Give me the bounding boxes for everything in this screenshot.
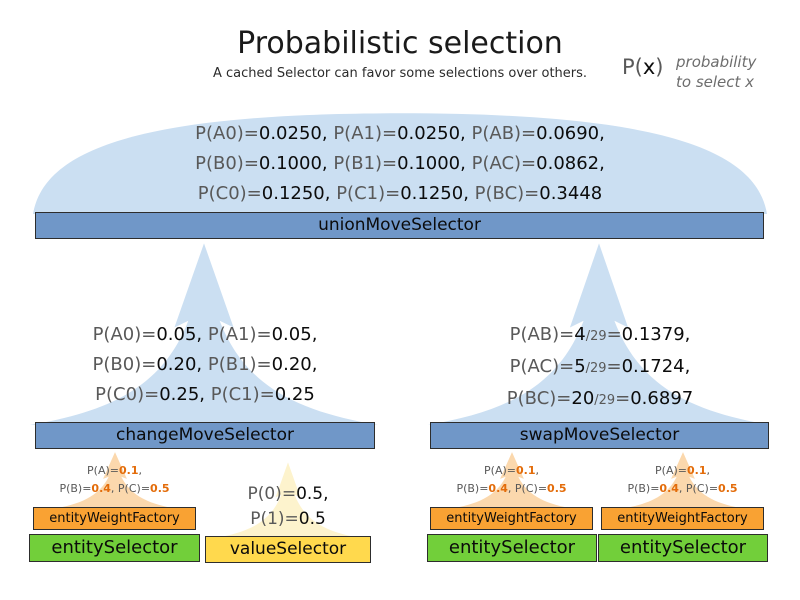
union-distribution-dome <box>33 113 767 214</box>
legend-note-line1: probability <box>676 53 757 71</box>
probability-line: P(BC)=20/29=0.6897 <box>506 388 694 409</box>
change-move-selector-bar: changeMoveSelector <box>35 422 375 449</box>
probability-line: P(B)=0.4, P(C)=0.5 <box>627 482 738 495</box>
probability-line: P(A)=0.1, <box>655 464 710 477</box>
value-selector-bar: valueSelector <box>205 536 371 563</box>
probability-line: P(A)=0.1, <box>484 464 539 477</box>
probability-line: P(B0)=0.20, P(B1)=0.20, <box>92 354 318 375</box>
entity-distribution-text-2: P(A)=0.1, P(B)=0.4, P(C)=0.5 <box>430 462 593 498</box>
entity-selector-bar-2: entitySelector <box>427 534 597 562</box>
probability-line: P(AC)=5/29=0.1724, <box>509 356 691 377</box>
swap-move-selector-bar: swapMoveSelector <box>430 422 769 449</box>
entity-selector-bar-1: entitySelector <box>29 534 200 562</box>
swap-distribution-dome <box>428 243 770 425</box>
probability-line: P(B)=0.4, P(C)=0.5 <box>59 482 170 495</box>
entity-distribution-dome-2 <box>442 452 582 510</box>
probability-line: P(B)=0.4, P(C)=0.5 <box>456 482 567 495</box>
probability-line: P(C0)=0.1250, P(C1)=0.1250, P(BC)=0.3448 <box>197 183 603 204</box>
change-distribution-text: P(A0)=0.05, P(A1)=0.05, P(B0)=0.20, P(B1… <box>35 320 375 410</box>
change-distribution-dome <box>30 243 378 425</box>
probability-line: P(AB)=4/29=0.1379, <box>509 324 691 345</box>
legend-note-line2: to select x <box>676 73 755 91</box>
entity-distribution-text-1: P(A)=0.1, P(B)=0.4, P(C)=0.5 <box>33 462 196 498</box>
entity-selector-bar-3: entitySelector <box>598 534 768 562</box>
entity-weight-factory-bar-3: entityWeightFactory <box>601 507 764 530</box>
entity-distribution-text-3: P(A)=0.1, P(B)=0.4, P(C)=0.5 <box>601 462 764 498</box>
swap-distribution-text: P(AB)=4/29=0.1379, P(AC)=5/29=0.1724, P(… <box>430 320 770 416</box>
entity-distribution-dome-1 <box>45 452 185 510</box>
union-move-selector-bar: unionMoveSelector <box>35 212 764 239</box>
probability-line: P(1)=0.5 <box>250 509 326 529</box>
entity-weight-factory-bar-1: entityWeightFactory <box>33 507 196 530</box>
probability-line: P(A)=0.1, <box>87 464 142 477</box>
probability-line: P(C0)=0.25, P(C1)=0.25 <box>95 384 315 405</box>
union-distribution-text: P(A0)=0.0250, P(A1)=0.0250, P(AB)=0.0690… <box>120 119 680 209</box>
probability-line: P(0)=0.5, <box>247 484 329 504</box>
page-subtitle: A cached Selector can favor some selecti… <box>212 66 588 81</box>
entity-distribution-dome-3 <box>613 452 753 510</box>
probability-line: P(A0)=0.05, P(A1)=0.05, <box>92 324 318 345</box>
probability-line: P(B0)=0.1000, P(B1)=0.1000, P(AC)=0.0862… <box>195 153 605 174</box>
entity-weight-factory-bar-2: entityWeightFactory <box>430 507 593 530</box>
value-distribution-text: P(0)=0.5, P(1)=0.5 <box>205 482 371 532</box>
page-title: Probabilistic selection <box>237 26 563 61</box>
legend-note: probability to select x <box>676 52 786 92</box>
legend-px-symbol: P(x) <box>622 55 664 79</box>
value-distribution-dome <box>215 462 361 538</box>
probability-line: P(A0)=0.0250, P(A1)=0.0250, P(AB)=0.0690… <box>195 123 605 144</box>
